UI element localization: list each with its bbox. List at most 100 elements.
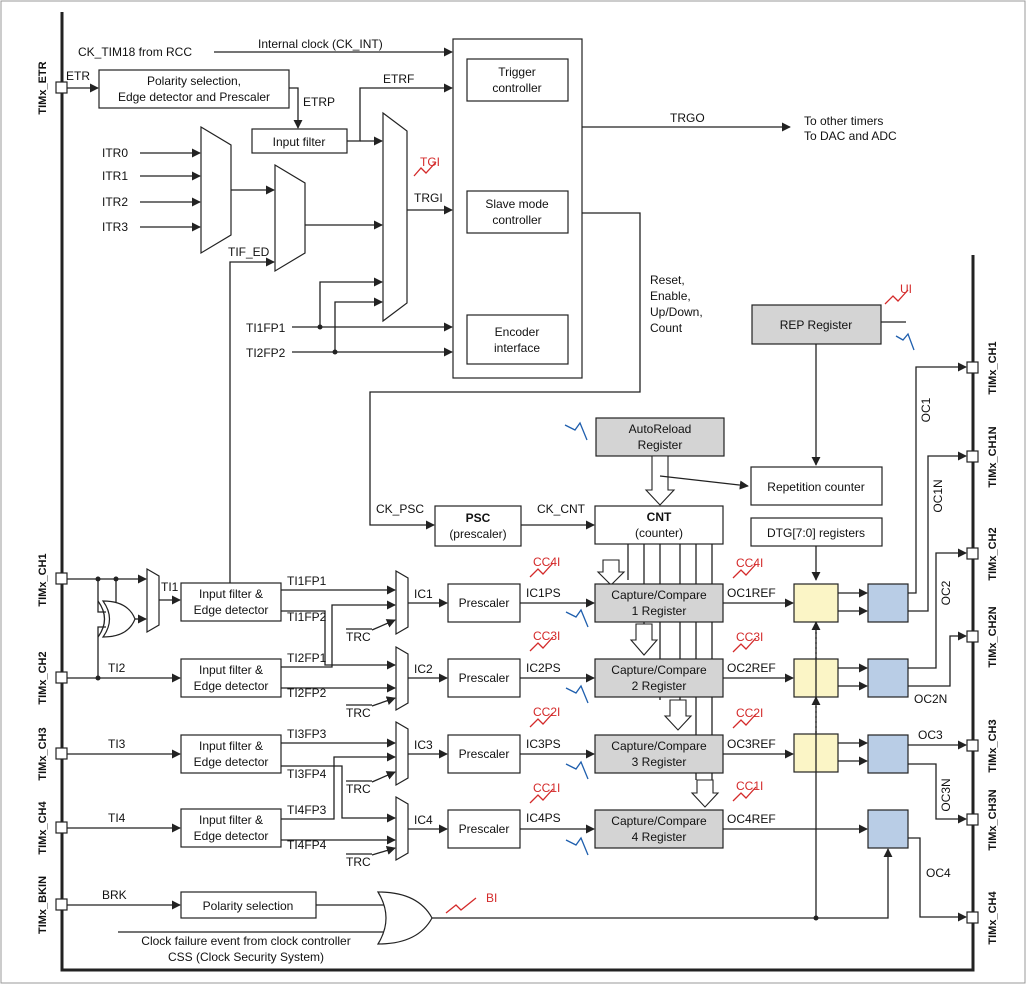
label-prescaler-1: Prescaler bbox=[459, 596, 510, 610]
signal-ti1: TI1 bbox=[161, 580, 179, 594]
label-prescaler-3: Prescaler bbox=[459, 747, 510, 761]
signal-ti3fp4: TI3FP4 bbox=[287, 767, 327, 781]
signal-oc1n: OC1N bbox=[931, 479, 945, 512]
signal-bi: BI bbox=[486, 891, 497, 905]
signal-cc4i-1: CC4I bbox=[533, 555, 560, 569]
dot-ti1fp1 bbox=[317, 324, 323, 330]
gate-xor bbox=[101, 600, 136, 638]
signal-itr2: ITR2 bbox=[102, 195, 128, 209]
pin-out-ch4 bbox=[966, 911, 979, 924]
signal-oc2ref: OC2REF bbox=[727, 661, 776, 675]
signal-ck-tim18: CK_TIM18 from RCC bbox=[78, 45, 192, 59]
dot-ti2fp2 bbox=[332, 349, 338, 355]
label-pin-out-ch2: TIMx_CH2 bbox=[987, 527, 999, 580]
signal-dac-adc: To DAC and ADC bbox=[804, 129, 897, 143]
label-encoder-2: interface bbox=[494, 341, 540, 355]
label-psc-1: PSC bbox=[466, 511, 491, 525]
left-bus bbox=[60, 12, 975, 972]
block-prescaler-2 bbox=[447, 658, 521, 698]
signal-other-timers: To other timers bbox=[804, 114, 883, 128]
signal-tgi: TGI bbox=[420, 155, 440, 169]
pin-out-ch2 bbox=[966, 547, 979, 560]
signal-ti1fp1: TI1FP1 bbox=[287, 574, 327, 588]
signal-oc3ref: OC3REF bbox=[727, 737, 776, 751]
label-cc4-2: 4 Register bbox=[632, 830, 687, 844]
signal-ck-psc: CK_PSC bbox=[376, 502, 424, 516]
label-autoreload-2: Register bbox=[638, 438, 683, 452]
signal-ti4fp4: TI4FP4 bbox=[287, 838, 327, 852]
block-repetition-counter bbox=[750, 466, 883, 506]
signal-oc2: OC2 bbox=[939, 580, 953, 605]
flash-cc4i bbox=[529, 562, 554, 578]
pin-out-ch2n bbox=[966, 630, 979, 643]
dma-cc3 bbox=[565, 760, 589, 780]
signal-cc1i-2: CC1I bbox=[736, 779, 763, 793]
signal-ck-cnt: CK_CNT bbox=[537, 502, 586, 516]
label-filter-edge-3b: Edge detector bbox=[194, 755, 269, 769]
label-cc3-2: 3 Register bbox=[632, 755, 687, 769]
wire-ti3fp4 bbox=[281, 765, 396, 823]
label-pin-out-ch3: TIMx_CH3 bbox=[987, 719, 999, 772]
signal-trgo: TRGO bbox=[670, 111, 705, 125]
signal-cc3i-2: CC3I bbox=[736, 630, 763, 644]
signal-internal-clock: Internal clock (CK_INT) bbox=[258, 37, 383, 51]
flash-cc2i-out bbox=[732, 713, 757, 729]
signal-ic4ps: IC4PS bbox=[526, 811, 561, 825]
label-pin-ch1: TIMx_CH1 bbox=[37, 553, 49, 606]
block-psc bbox=[434, 505, 522, 547]
signal-ic1ps: IC1PS bbox=[526, 586, 561, 600]
label-cc1-2: 1 Register bbox=[632, 604, 687, 618]
block-cnt bbox=[594, 505, 724, 545]
block-dtg-registers bbox=[750, 517, 883, 547]
signal-trc-2: TRC bbox=[346, 706, 371, 720]
signal-brk: BRK bbox=[102, 888, 127, 902]
block-encoder bbox=[466, 314, 569, 365]
label-cnt-2: (counter) bbox=[635, 526, 683, 540]
pin-ch1 bbox=[55, 572, 68, 585]
signal-ti2fp2-top: TI2FP2 bbox=[246, 346, 286, 360]
label-trigger-2: controller bbox=[492, 81, 541, 95]
label-slave-2: controller bbox=[492, 213, 541, 227]
wire-trc-1 bbox=[371, 619, 396, 631]
signal-oc1ref: OC1REF bbox=[727, 586, 776, 600]
label-slave-1: Slave mode bbox=[485, 197, 549, 211]
signal-tif-ed: TIF_ED bbox=[228, 245, 270, 259]
pin-out-ch1n bbox=[966, 450, 979, 463]
wire-etrp bbox=[289, 87, 303, 129]
label-pin-ch3: TIMx_CH3 bbox=[37, 727, 49, 780]
signal-ti4: TI4 bbox=[108, 811, 126, 825]
arrow-cnt-cc3 bbox=[663, 699, 693, 731]
flash-cc3i-out bbox=[732, 637, 757, 653]
signal-enable: Enable, bbox=[650, 289, 691, 303]
dma-autoreload bbox=[564, 421, 588, 441]
dma-cc4 bbox=[565, 836, 589, 856]
pin-ch4 bbox=[55, 821, 68, 834]
wire-ti1fp2 bbox=[281, 610, 396, 670]
label-pin-out-ch4: TIMx_CH4 bbox=[987, 891, 999, 945]
label-polarity-selection: Polarity selection bbox=[203, 899, 294, 913]
signal-etrp: ETRP bbox=[303, 95, 335, 109]
signal-etr: ETR bbox=[66, 69, 90, 83]
signal-trc-1: TRC bbox=[346, 630, 371, 644]
label-cnt-1: CNT bbox=[647, 510, 672, 524]
label-pin-ch4: TIMx_CH4 bbox=[37, 801, 49, 855]
block-slave-mode bbox=[466, 190, 569, 234]
flash-cc2i bbox=[529, 712, 554, 728]
label-prescaler-4: Prescaler bbox=[459, 822, 510, 836]
signal-ti4fp3: TI4FP3 bbox=[287, 803, 327, 817]
block-input-filter bbox=[251, 128, 348, 154]
signal-oc4ref: OC4REF bbox=[727, 812, 776, 826]
signal-ui: UI bbox=[900, 282, 912, 296]
block-filter-edge-2 bbox=[180, 658, 282, 698]
signal-cc4i-2: CC4I bbox=[736, 556, 763, 570]
label-trigger-1: Trigger bbox=[498, 65, 536, 79]
dma-rep bbox=[895, 332, 915, 351]
label-encoder-1: Encoder bbox=[495, 325, 540, 339]
pin-bkin bbox=[55, 898, 68, 911]
signal-cc2i-1: CC2I bbox=[533, 705, 560, 719]
dma-cc1 bbox=[565, 608, 589, 628]
signal-ic3: IC3 bbox=[414, 738, 433, 752]
mux-tif bbox=[274, 163, 306, 273]
